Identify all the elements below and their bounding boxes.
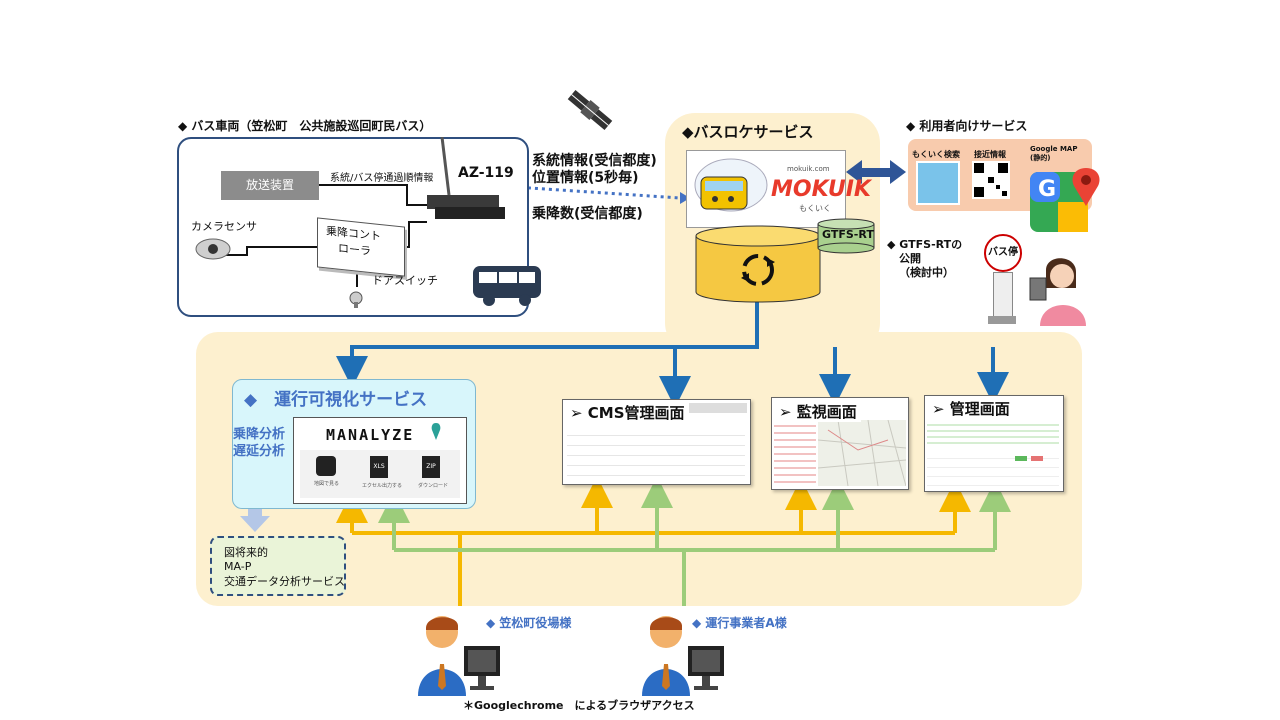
gtfs-publish-3: （検討中） [899, 266, 954, 279]
yellow-access-lines [336, 476, 971, 610]
controller-box: 乗降コント ローラ [317, 217, 405, 277]
blue-distribution-lines [336, 300, 1009, 408]
viz-label-boarding: 乗降分析 [233, 427, 286, 442]
monitor-map [817, 419, 907, 487]
route-info-label: 系統/バス停通過順情報 [330, 173, 434, 184]
bus-header: ◆ バス車両（笠松町 公共施設巡回町民バス） [178, 119, 432, 133]
broadcast-device: 放送装置 [221, 171, 319, 200]
zip-download-caption: ダウンロード [418, 483, 449, 489]
bus-stop-sign: バス停 [984, 234, 1022, 326]
manalyze-icon-bar: 地図で見る XLS エクセル出力する ZIP ダウンロード [300, 450, 460, 498]
operator-label: ◆ 運行事業者A様 [692, 616, 787, 630]
comm-dotted-line [499, 184, 681, 200]
door-switch-label: ドアスイッチ [372, 274, 438, 287]
bidirectional-arrow [846, 160, 906, 184]
bus-icon [473, 266, 541, 306]
comm-line-1: 系統情報(受信都度) [532, 153, 657, 169]
mokuik-sub: もくいく [799, 204, 831, 213]
future-line-3: 交通データ分析サービス [224, 575, 345, 588]
cms-screen-body [567, 426, 745, 480]
bus-stop-pole [993, 272, 1013, 318]
user-service-item-search: もくいく検索 [912, 150, 960, 159]
town-office-user-icon [414, 606, 506, 698]
future-service-box: 図将来的 MA-P 交通データ分析サービス [210, 536, 346, 596]
bus-mascot-icon [694, 158, 768, 212]
future-line-2: MA-P [224, 560, 252, 573]
door-switch-icon [349, 291, 363, 308]
viz-label-delay: 遅延分析 [233, 444, 286, 459]
admin-table [927, 420, 1059, 444]
gtfs-publish-2: 公開 [899, 252, 921, 265]
admin-status-green [1015, 456, 1027, 461]
viz-title: ◆ 運行可視化サービス [244, 390, 428, 410]
comm-line-3: 乗降数(受信都度) [532, 206, 643, 222]
gtfs-cylinder [817, 218, 875, 254]
comm-line-2: 位置情報(5秒毎) [532, 170, 639, 186]
xls-export-icon[interactable]: XLS [370, 456, 388, 478]
map-view-caption: 地図で見る [314, 481, 340, 487]
busloc-header: ◆バスロケサービス [682, 123, 814, 141]
xls-export-caption: エクセル出力する [362, 483, 403, 489]
bus-stop-base [988, 316, 1016, 324]
monitor-list [774, 420, 816, 486]
map-view-icon[interactable] [316, 456, 336, 476]
google-maps-icon: G [1030, 168, 1100, 232]
gtfs-label: GTFS-RT [822, 228, 874, 241]
user-service-header: ◆ 利用者向けサービス [906, 119, 1028, 133]
person-with-phone-icon [1029, 258, 1086, 326]
monitor-title: ➢ 監視画面 [775, 401, 861, 422]
manalyze-panel: MANALYZE 地図で見る XLS エクセル出力する ZIP ダウンロード [293, 417, 467, 504]
camera-label: カメラセンサ [191, 220, 257, 233]
zip-download-icon[interactable]: ZIP [422, 456, 440, 478]
mokuik-panel: mokuik.com MOKUIK もくいく [686, 150, 871, 228]
broadcast-label: 放送装置 [245, 178, 294, 192]
manalyze-brand: MANALYZE [326, 426, 415, 444]
town-office-label: ◆ 笠松町役場様 [486, 616, 572, 630]
mokuik-app-icon [916, 161, 960, 205]
bus-stop-text: バス停 [988, 247, 1018, 258]
svg-text:G: G [1038, 177, 1056, 202]
device-label: AZ-119 [458, 165, 514, 181]
camera-icon [195, 238, 231, 260]
admin-chevron-icon: ➢ [932, 400, 950, 418]
comm-arrow-head [680, 192, 690, 204]
admin-screen[interactable] [924, 395, 1064, 492]
future-line-1: 図将来的 [224, 546, 268, 559]
mokuik-url: mokuik.com [787, 165, 830, 173]
admin-title: ➢ 管理画面 [928, 398, 1014, 419]
monitor-map-roads [817, 419, 907, 487]
admin-status-red [1031, 456, 1043, 461]
user-service-item-approach: 接近情報 [974, 150, 1006, 159]
cms-chevron-icon: ➢ [570, 404, 588, 422]
satellite-icon [567, 89, 613, 131]
footer-note: ＊Googlechrome によるブラウザアクセス [463, 699, 695, 712]
mokuik-logo: MOKUIK [771, 177, 871, 202]
green-access-lines [378, 476, 1011, 612]
monitor-chevron-icon: ➢ [779, 403, 797, 421]
cms-header-bar [685, 403, 747, 413]
monitor-title-text: 監視画面 [796, 403, 857, 421]
qr-code-icon [972, 161, 1010, 199]
bus-stop-sign-top: バス停 [984, 234, 1022, 272]
gtfs-publish-1: ◆ GTFS-RTの [887, 238, 963, 251]
operator-user-icon [638, 606, 730, 698]
manalyze-pin-icon [431, 423, 441, 440]
admin-title-text: 管理画面 [949, 400, 1010, 418]
database-cylinder [695, 225, 821, 303]
cms-title: ➢ CMS管理画面 [566, 402, 689, 423]
user-service-item-googlemap: Google MAP (静的) [1030, 145, 1078, 162]
cms-title-text: CMS管理画面 [587, 404, 685, 422]
